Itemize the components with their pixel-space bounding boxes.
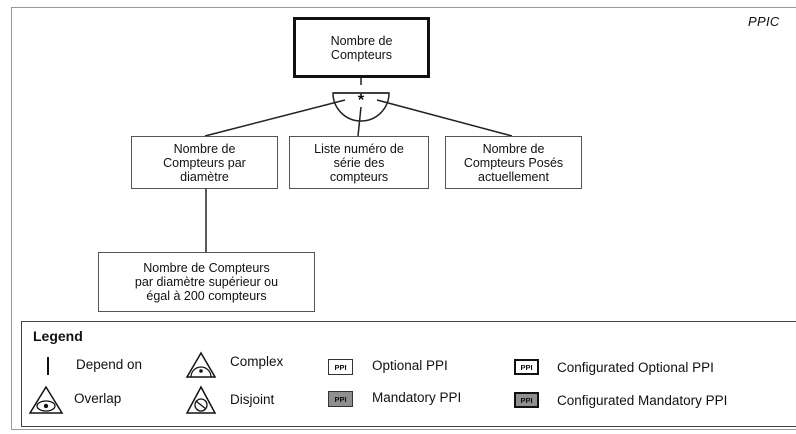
optional-ppi-icon: PPI <box>328 359 353 375</box>
legend-disjoint: Disjoint <box>230 392 275 407</box>
operator-symbol: * <box>358 92 365 109</box>
child-node-per-diameter: Nombre de Compteurs par diamètre <box>131 136 278 189</box>
child-node-serial-list: Liste numéro de série des compteurs <box>289 136 429 189</box>
legend-title: Legend <box>33 328 83 344</box>
diagram-frame <box>11 7 796 430</box>
depend-on-icon <box>47 357 49 375</box>
branch-middle <box>357 106 362 137</box>
legend-depend-on: Depend on <box>76 357 143 372</box>
legend-mandatory-ppi: Mandatory PPI <box>372 390 462 405</box>
mandatory-ppi-icon: PPI <box>328 391 353 407</box>
diagram-tag: PPIC <box>748 14 780 29</box>
legend-optional-ppi: Optional PPI <box>372 358 448 373</box>
configurated-mandatory-ppi-icon: PPI <box>514 392 539 408</box>
branch-left <box>204 99 346 137</box>
legend-complex: Complex <box>230 354 284 369</box>
configurated-optional-ppi-icon: PPI <box>514 359 539 375</box>
legend-overlap: Overlap <box>74 391 122 406</box>
grandchild-node: Nombre de Compteurs par diamètre supérie… <box>98 252 315 312</box>
complex-icon <box>185 351 217 378</box>
child-node-installed: Nombre de Compteurs Posés actuellement <box>445 136 582 189</box>
disjoint-icon <box>185 385 217 414</box>
root-node: Nombre de Compteurs <box>293 17 430 78</box>
legend-configurated-mandatory-ppi: Configurated Mandatory PPI <box>557 393 728 408</box>
branch-right <box>376 99 513 137</box>
overlap-icon <box>28 385 64 414</box>
legend-configurated-optional-ppi: Configurated Optional PPI <box>557 360 714 375</box>
legend-box: Legend Depend on Complex PPI Optional PP… <box>21 321 796 427</box>
